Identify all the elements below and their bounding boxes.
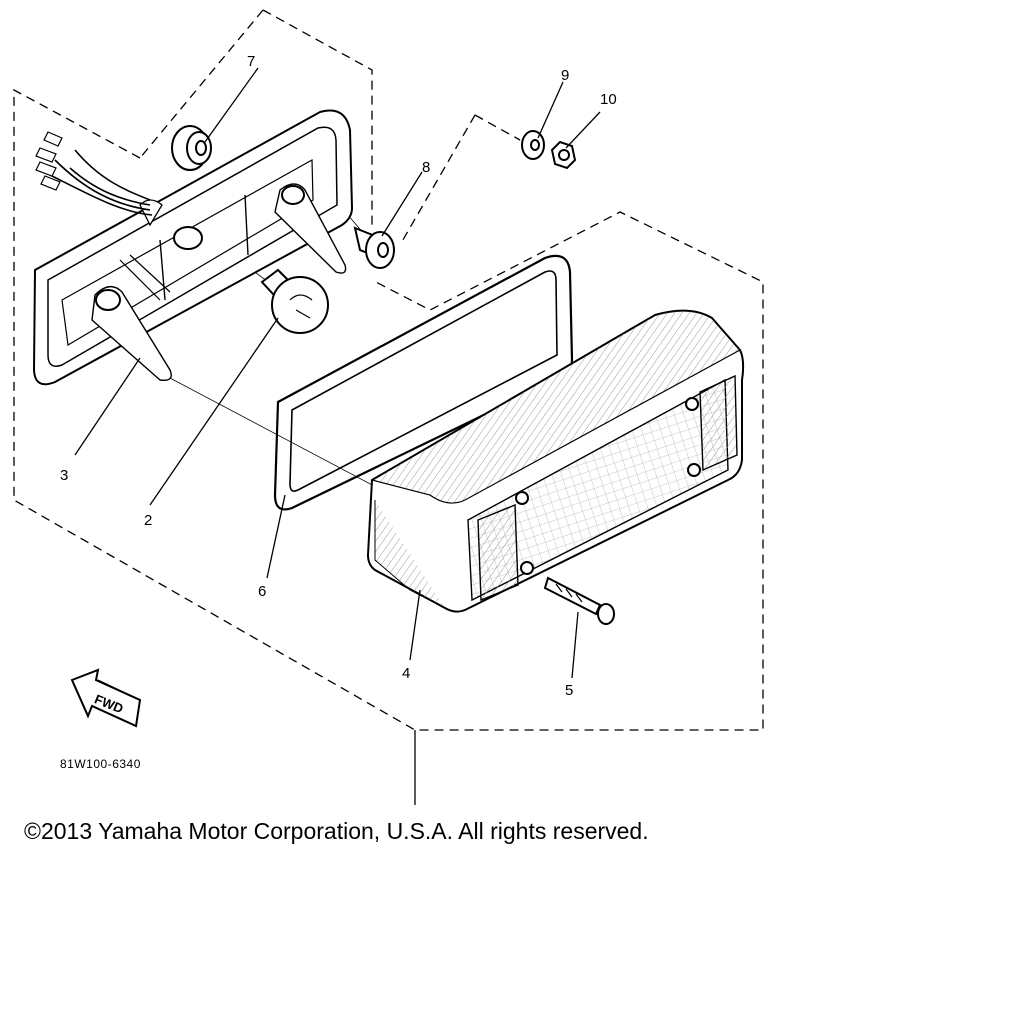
callout-2: 2 — [144, 512, 152, 529]
callout-3: 3 — [60, 467, 68, 484]
washer — [521, 130, 545, 160]
leader-lines — [74, 67, 601, 679]
callout-10: 10 — [600, 91, 617, 108]
screw — [543, 576, 615, 625]
collar — [353, 226, 395, 269]
nut — [550, 140, 577, 170]
base-housing — [32, 109, 354, 386]
callout-5: 5 — [565, 682, 573, 699]
bulb — [260, 268, 329, 334]
lens — [366, 309, 745, 613]
callout-4: 4 — [402, 665, 410, 682]
copyright-notice: ©2013 Yamaha Motor Corporation, U.S.A. A… — [24, 818, 649, 844]
diagram-code: 81W100-6340 — [60, 757, 141, 771]
fwd-arrow-icon: FWD — [70, 668, 142, 728]
callout-labels: 2 3 4 5 6 7 8 9 10 — [60, 53, 617, 699]
callout-6: 6 — [258, 583, 266, 600]
assembly-boundary — [13, 9, 764, 805]
callout-7: 7 — [247, 53, 255, 70]
callout-8: 8 — [422, 159, 430, 176]
callout-9: 9 — [561, 67, 569, 84]
grommet — [171, 125, 212, 171]
